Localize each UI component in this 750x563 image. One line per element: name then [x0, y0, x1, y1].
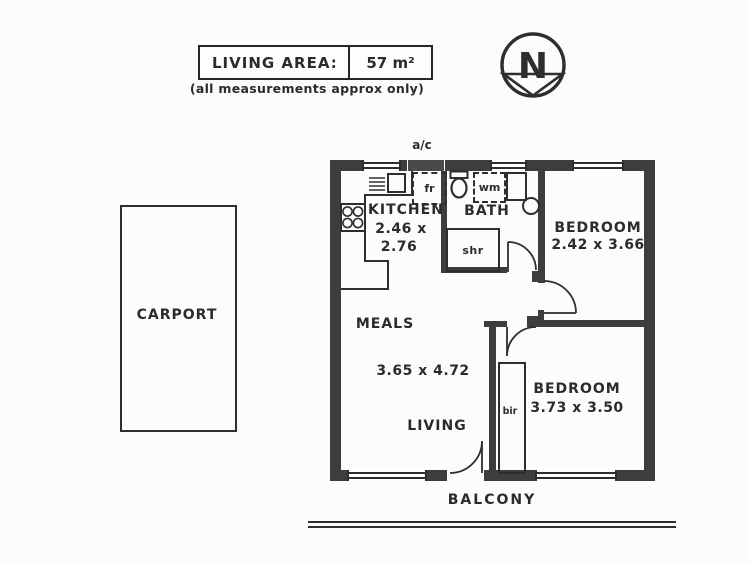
balcony-label: BALCONY	[447, 492, 537, 508]
window-living	[347, 470, 427, 481]
meals-living-dims: 3.65 x 4.72	[376, 363, 470, 379]
shower-cubicle: shr	[446, 228, 500, 272]
bedroom2-dims: 3.73 x 3.50	[530, 400, 624, 416]
living-area-value: 57 m²	[366, 53, 415, 72]
wall-divider-stub	[538, 310, 544, 320]
wall-jamb-bath-door	[532, 271, 545, 282]
bedroom2-label: BEDROOM	[533, 381, 621, 397]
compass-north-letter: N	[518, 46, 548, 87]
wall-bedroom2-left	[489, 321, 496, 470]
bedroom1-label: BEDROOM	[554, 220, 642, 236]
wall-jamb-bedroom2-door	[527, 316, 538, 327]
kitchen-dims-line2: 2.76	[380, 239, 418, 255]
stove-icon	[340, 203, 366, 232]
balcony-door-opening	[447, 470, 484, 481]
living-area-box: LIVING AREA: 57 m²	[198, 45, 433, 80]
north-compass-icon: N	[499, 32, 567, 98]
measurements-disclaimer: (all measurements approx only)	[189, 81, 425, 96]
carport-label: CARPORT	[136, 307, 218, 323]
door-bath	[507, 241, 537, 272]
window-bath	[490, 160, 527, 171]
door-bedroom2	[506, 326, 537, 357]
wall-bottom	[330, 470, 655, 481]
window-bedroom1	[572, 160, 624, 171]
ac-unit	[407, 160, 445, 171]
wall-left	[330, 160, 341, 481]
bath-duct-cupboard	[506, 172, 527, 201]
window-kitchen	[362, 160, 401, 171]
door-bedroom1	[543, 280, 577, 314]
wall-right	[644, 160, 655, 481]
window-bedroom2	[535, 470, 617, 481]
toilet-icon	[449, 170, 469, 199]
fridge-space: fr	[412, 172, 447, 205]
wall-bedrooms-divider	[538, 320, 644, 327]
living-label: LIVING	[407, 418, 467, 434]
bedroom1-dims: 2.42 x 3.66	[551, 237, 645, 253]
kitchen-dims-line1: 2.46 x	[375, 221, 427, 237]
carport-outline	[120, 205, 237, 432]
fridge-label: fr	[424, 182, 435, 195]
built-in-robe	[498, 362, 526, 474]
meals-label: MEALS	[355, 316, 415, 332]
living-area-label: LIVING AREA:	[200, 47, 350, 78]
washing-machine-space: wm	[473, 172, 506, 203]
wall-kitchen-bath	[441, 171, 447, 272]
washing-machine-label: wm	[478, 181, 501, 194]
door-balcony	[449, 440, 483, 474]
balcony-edge-line	[308, 521, 676, 528]
shower-label: shr	[462, 243, 484, 257]
sink-icon	[369, 173, 406, 193]
ac-label: a/c	[412, 138, 432, 152]
kitchen-label: KITCHEN	[368, 202, 444, 218]
wall-bedroom1-left	[538, 171, 545, 283]
built-in-robe-label: bir	[502, 406, 518, 417]
bath-label: BATH	[464, 203, 510, 219]
